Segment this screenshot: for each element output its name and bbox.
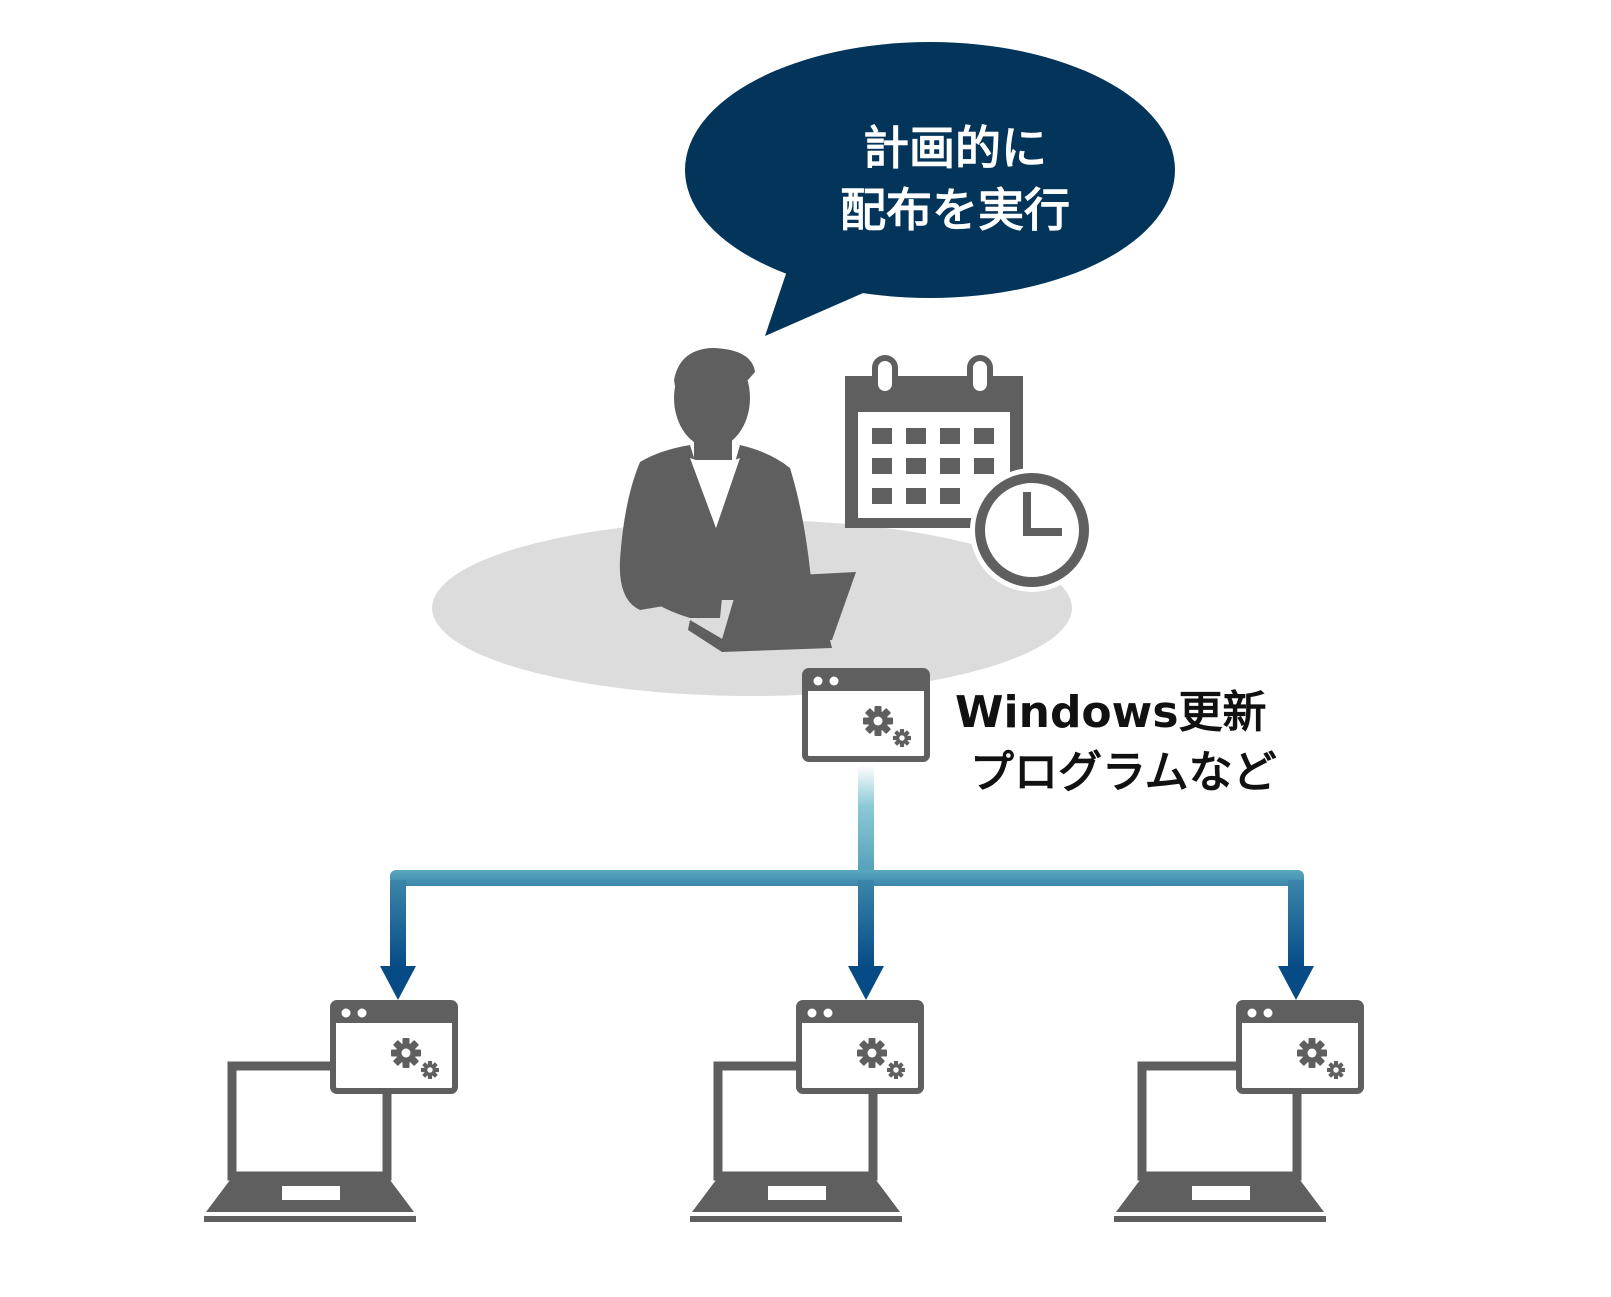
clock-icon bbox=[970, 468, 1094, 592]
speech-bubble-line-2: 配布を実行 bbox=[840, 183, 1070, 237]
client-center bbox=[690, 1003, 921, 1222]
speech-bubble-line-1: 計画的に bbox=[863, 121, 1047, 175]
settings-window-icon bbox=[799, 1003, 921, 1091]
settings-window-icon bbox=[333, 1003, 455, 1091]
person-at-laptop-icon bbox=[619, 348, 856, 652]
speech-bubble bbox=[685, 42, 1175, 336]
program-window-icon bbox=[805, 671, 927, 759]
distribution-arrows bbox=[380, 765, 1314, 1000]
client-left bbox=[204, 1003, 455, 1222]
client-right bbox=[1114, 1003, 1361, 1222]
program-label-line-1: Windows更新 bbox=[955, 687, 1267, 738]
program-label-line-2: プログラムなど bbox=[970, 747, 1277, 798]
settings-window-icon bbox=[1239, 1003, 1361, 1091]
